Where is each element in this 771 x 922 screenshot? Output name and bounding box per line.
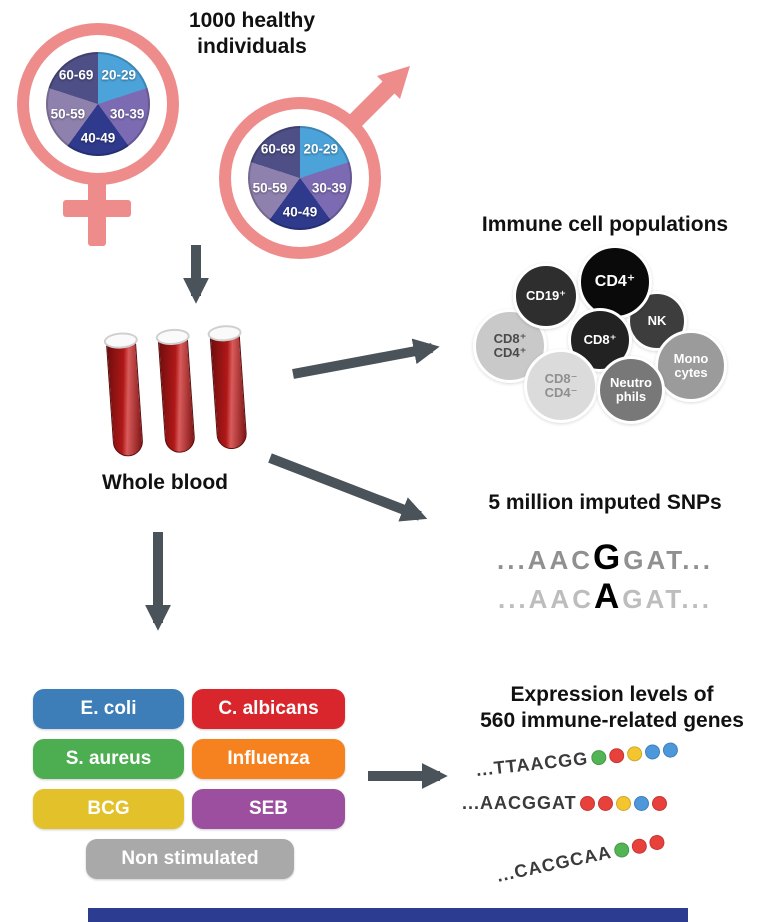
whole-blood-label: Whole blood bbox=[102, 471, 228, 494]
arrow-to-snps bbox=[268, 453, 428, 522]
gene-dot bbox=[643, 743, 661, 761]
gene-dot bbox=[630, 837, 649, 856]
cell-neutrophils: Neutro phils bbox=[597, 356, 665, 424]
age-label-30-39: 30-39 bbox=[109, 106, 145, 122]
gene-dot bbox=[661, 741, 679, 759]
cell-cd4: CD4⁺ bbox=[578, 245, 652, 319]
gene-dot bbox=[648, 833, 666, 852]
snp2-variant: A bbox=[593, 577, 623, 616]
stimulus-bcg: BCG bbox=[33, 789, 184, 829]
stimulus-e-coli: E. coli bbox=[33, 689, 184, 729]
female-circle-inner: 20-29 30-39 40-49 50-59 60-69 bbox=[29, 35, 167, 173]
snp2-post: GAT... bbox=[622, 584, 713, 614]
gene-dot bbox=[633, 796, 649, 811]
age-label-20-29: 20-29 bbox=[303, 141, 339, 157]
male-arrow-head bbox=[377, 66, 410, 99]
stimulus-non-stimulated: Non stimulated bbox=[86, 839, 294, 879]
male-circle-inner: 20-29 30-39 40-49 50-59 60-69 bbox=[231, 109, 369, 247]
gene-dot bbox=[612, 841, 631, 859]
blood-tube bbox=[207, 324, 250, 451]
footer-bar bbox=[88, 908, 688, 922]
female-cross-horizontal bbox=[63, 200, 131, 217]
arrow-to-immune-cells bbox=[292, 338, 440, 379]
gene-dot bbox=[626, 745, 643, 763]
snp1-post: GAT... bbox=[623, 545, 713, 575]
cell-cd8neg-cd4neg: CD8⁻ CD4⁻ bbox=[524, 349, 598, 423]
gene-dot bbox=[608, 747, 625, 764]
gene-sequence-2: ...AACGGAT bbox=[462, 793, 667, 814]
cell-cd19: CD19⁺ bbox=[513, 263, 579, 329]
main-title: 1000 healthy individuals bbox=[188, 9, 316, 59]
stimulus-seb: SEB bbox=[192, 789, 345, 829]
snp-sequence-1: ...AACGGAT... bbox=[440, 538, 770, 578]
cell-monocytes: Mono cytes bbox=[655, 330, 727, 402]
age-label-50-59: 50-59 bbox=[50, 106, 86, 122]
age-label-50-59: 50-59 bbox=[252, 180, 288, 196]
age-pie: 20-29 30-39 40-49 50-59 60-69 bbox=[248, 126, 352, 230]
age-pie: 20-29 30-39 40-49 50-59 60-69 bbox=[46, 52, 150, 156]
gene3-text: ...CACGCAA bbox=[494, 841, 614, 886]
expression-title: Expression levels of 560 immune-related … bbox=[480, 683, 744, 733]
snp2-pre: ...AAC bbox=[497, 584, 594, 614]
gene-sequence-3: ...CACGCAA bbox=[495, 831, 667, 887]
gene-sequence-1: ...TTAACGG bbox=[475, 739, 679, 781]
snp-sequence-2: ...AACAGAT... bbox=[440, 577, 770, 617]
tube-body bbox=[105, 340, 144, 458]
gene-dot bbox=[651, 796, 667, 811]
snp1-variant: G bbox=[593, 538, 624, 577]
gene-dot bbox=[615, 796, 631, 811]
blood-tube bbox=[103, 331, 146, 458]
blood-tube bbox=[155, 327, 198, 454]
gene-dot bbox=[597, 796, 613, 811]
age-label-20-29: 20-29 bbox=[101, 67, 137, 83]
gene2-text: ...AACGGAT bbox=[462, 793, 577, 813]
age-label-40-49: 40-49 bbox=[282, 204, 318, 220]
gene-dot bbox=[590, 749, 607, 766]
female-circle: 20-29 30-39 40-49 50-59 60-69 bbox=[17, 23, 179, 185]
stimulus-c-albicans: C. albicans bbox=[192, 689, 345, 729]
tube-body bbox=[157, 336, 196, 454]
age-label-40-49: 40-49 bbox=[80, 130, 116, 146]
stimulus-s-aureus: S. aureus bbox=[33, 739, 184, 779]
male-arrow-shaft bbox=[345, 79, 397, 131]
male-arrow bbox=[345, 66, 410, 131]
gene-dot bbox=[579, 796, 595, 811]
male-circle: 20-29 30-39 40-49 50-59 60-69 bbox=[219, 97, 381, 259]
blood-tubes bbox=[103, 323, 272, 474]
immune-title: Immune cell populations bbox=[481, 213, 729, 236]
snps-title: 5 million imputed SNPs bbox=[488, 491, 722, 514]
age-label-60-69: 60-69 bbox=[58, 67, 94, 83]
gene1-text: ...TTAACGG bbox=[474, 748, 590, 780]
tube-body bbox=[209, 333, 248, 451]
snp1-pre: ...AAC bbox=[497, 545, 593, 575]
age-label-60-69: 60-69 bbox=[260, 141, 296, 157]
stimulus-influenza: Influenza bbox=[192, 739, 345, 779]
age-label-30-39: 30-39 bbox=[311, 180, 347, 196]
